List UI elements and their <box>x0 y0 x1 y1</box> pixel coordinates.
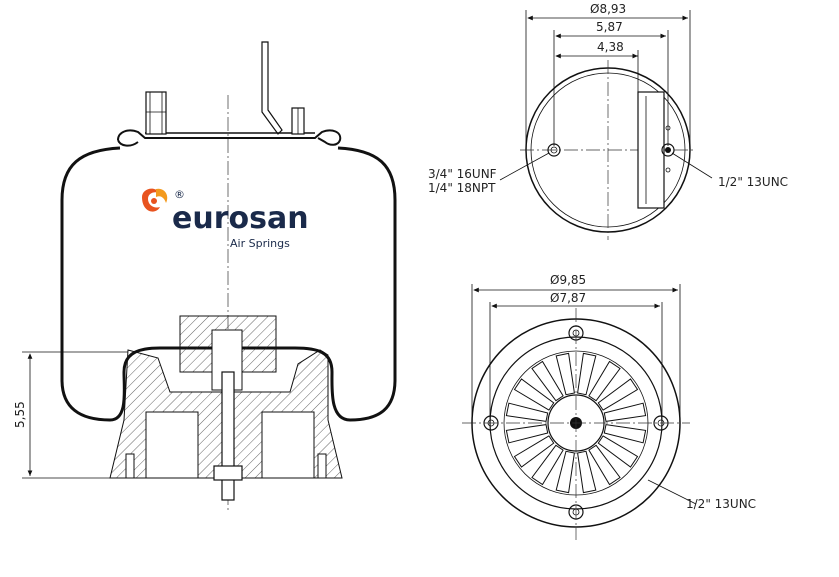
top-dia-outer: Ø8,93 <box>590 2 626 16</box>
top-bracket <box>637 91 665 209</box>
bottom-rib <box>513 435 555 468</box>
registered-mark: ® <box>174 188 185 201</box>
pin-right <box>317 453 327 479</box>
bottom-ribs <box>505 352 647 494</box>
top-stud-left <box>145 91 167 135</box>
bottom-view: Ø9,85 Ø7,87 1/2" 13UNC <box>462 273 756 540</box>
bottom-rib <box>597 378 639 411</box>
pin-left <box>125 453 135 479</box>
leader-right <box>671 152 713 179</box>
bottom-rib <box>555 352 575 396</box>
bottom-rib <box>531 360 564 402</box>
bottom-rib <box>531 444 564 486</box>
brand-tagline: Air Springs <box>230 237 290 250</box>
top-plate <box>117 129 342 146</box>
bottom-rib <box>603 402 647 422</box>
height-label: 5,55 <box>13 401 27 428</box>
bottom-dia-inner: Ø7,87 <box>550 291 586 305</box>
bottom-rib <box>505 402 549 422</box>
top-bead-left <box>117 139 139 147</box>
piston-cavity-left <box>145 411 199 479</box>
bottom-rib <box>505 424 549 444</box>
top-dimensions: Ø8,93 5,87 4,38 <box>525 2 691 150</box>
center-bolt <box>221 371 235 501</box>
bottom-dimensions: Ø9,85 Ø7,87 <box>471 273 681 423</box>
bottom-rib <box>597 435 639 468</box>
brand-logo: ® eurosan Air Springs <box>142 188 309 250</box>
top-bracket-right <box>261 41 305 135</box>
height-dimension: 5,55 <box>13 351 128 479</box>
bolt-nut <box>213 465 243 481</box>
thread-left-2: 1/4" 18NPT <box>428 181 496 195</box>
top-dim-mid: 5,87 <box>596 20 623 34</box>
bottom-thread: 1/2" 13UNC <box>686 497 756 511</box>
bottom-rib <box>603 424 647 444</box>
bottom-rib <box>588 360 621 402</box>
bottom-rib <box>588 444 621 486</box>
bottom-rib <box>577 352 597 396</box>
leader-bottom <box>647 479 697 505</box>
thread-left-1: 3/4" 16UNF <box>428 167 497 181</box>
brand-name: eurosan <box>172 201 309 236</box>
logo-mark-icon <box>142 188 168 212</box>
bottom-dia-outer: Ø9,85 <box>550 273 586 287</box>
bottom-rib <box>577 450 597 494</box>
leader-left <box>499 152 550 181</box>
piston-cavity-right <box>261 411 315 479</box>
top-dim-inner: 4,38 <box>597 40 624 54</box>
thread-right: 1/2" 13UNC <box>718 175 788 189</box>
top-view: Ø8,93 5,87 4,38 3/4" 16UNF 1/4" 18NPT 1/… <box>428 2 788 240</box>
bottom-rib <box>555 450 575 494</box>
bottom-rib <box>513 378 555 411</box>
side-view: 5,55 <box>13 41 397 510</box>
